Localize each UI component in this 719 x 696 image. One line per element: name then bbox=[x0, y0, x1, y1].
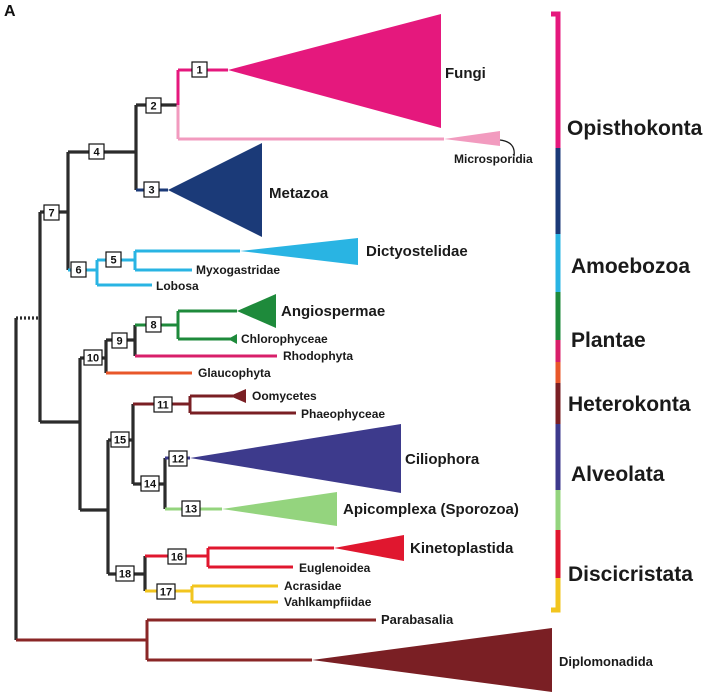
svg-text:17: 17 bbox=[160, 587, 172, 599]
node-6: 6 bbox=[70, 261, 87, 278]
heterokonta-clade bbox=[133, 389, 296, 415]
diplomonadida-label: Diplomonadida bbox=[559, 654, 654, 669]
node-8: 8 bbox=[145, 316, 162, 333]
svg-text:9: 9 bbox=[116, 336, 122, 348]
group-alveolata: Alveolata bbox=[571, 463, 665, 486]
panel-label: A bbox=[4, 3, 16, 20]
svg-text:8: 8 bbox=[150, 320, 156, 332]
node-1: 1 bbox=[191, 61, 208, 78]
node-10: 10 bbox=[83, 349, 103, 366]
oomycetes-label: Oomycetes bbox=[252, 389, 317, 403]
microsporidia-label: Microsporidia bbox=[454, 152, 533, 166]
microsporidia-clade: Microsporidia bbox=[176, 105, 533, 166]
apicomplexa-label: Apicomplexa (Sporozoa) bbox=[343, 501, 519, 518]
node-5: 5 bbox=[105, 251, 122, 268]
node-3: 3 bbox=[143, 181, 160, 198]
lobosa-label: Lobosa bbox=[156, 279, 199, 293]
svg-text:10: 10 bbox=[87, 353, 99, 365]
kinetoplastida-label: Kinetoplastida bbox=[410, 540, 514, 557]
myxogastridae-label: Myxogastridae bbox=[196, 263, 280, 277]
svg-text:7: 7 bbox=[48, 208, 54, 220]
basal-clade bbox=[16, 618, 552, 692]
node-12: 12 bbox=[168, 450, 188, 467]
chlorophyceae-label: Chlorophyceae bbox=[241, 332, 328, 346]
node-18: 18 bbox=[115, 565, 135, 582]
dictyostelidae-label: Dictyostelidae bbox=[366, 243, 468, 260]
svg-text:18: 18 bbox=[119, 569, 131, 581]
svg-text:2: 2 bbox=[150, 101, 156, 113]
node-11: 11 bbox=[153, 396, 173, 413]
euglenoidea-label: Euglenoidea bbox=[299, 561, 371, 575]
group-plantae: Plantae bbox=[571, 329, 646, 352]
node-13: 13 bbox=[181, 500, 201, 517]
svg-text:13: 13 bbox=[185, 504, 197, 516]
node-17: 17 bbox=[156, 583, 176, 600]
group-discicristata: Discicristata bbox=[568, 563, 693, 586]
angiospermae-label: Angiospermae bbox=[281, 303, 385, 320]
euglenozoa-clade bbox=[145, 535, 404, 569]
group-bars bbox=[551, 11, 561, 613]
glaucophyta-label: Glaucophyta bbox=[198, 366, 271, 380]
fungi-label: Fungi bbox=[445, 65, 486, 82]
node-9: 9 bbox=[111, 332, 128, 349]
group-amoebozoa: Amoebozoa bbox=[571, 255, 690, 278]
fungi-clade: Fungi bbox=[176, 14, 486, 128]
svg-text:1: 1 bbox=[196, 65, 202, 77]
plantae-clade bbox=[106, 294, 277, 375]
metazoa-clade: Metazoa bbox=[136, 143, 329, 237]
svg-text:12: 12 bbox=[172, 454, 184, 466]
svg-text:14: 14 bbox=[144, 479, 157, 491]
svg-text:11: 11 bbox=[157, 400, 169, 412]
ciliophora-clade bbox=[165, 424, 401, 493]
group-heterokonta: Heterokonta bbox=[568, 393, 691, 416]
svg-text:15: 15 bbox=[114, 435, 126, 447]
parabasalia-label: Parabasalia bbox=[381, 612, 454, 627]
svg-text:5: 5 bbox=[110, 255, 116, 267]
metazoa-label: Metazoa bbox=[269, 185, 329, 202]
node-16: 16 bbox=[167, 548, 187, 565]
acrasidae-label: Acrasidae bbox=[284, 579, 342, 593]
node-2: 2 bbox=[145, 97, 162, 114]
node-markers: 1 2 3 4 5 6 7 8 9 10 11 12 13 14 15 16 1… bbox=[43, 61, 208, 600]
svg-text:4: 4 bbox=[93, 147, 100, 159]
svg-text:3: 3 bbox=[148, 185, 154, 197]
group-opisthokonta: Opisthokonta bbox=[567, 117, 703, 140]
ciliophora-label: Ciliophora bbox=[405, 451, 480, 468]
phaeophyceae-label: Phaeophyceae bbox=[301, 407, 385, 421]
node-4: 4 bbox=[88, 143, 105, 160]
rhodophyta-label: Rhodophyta bbox=[283, 349, 353, 363]
node-15: 15 bbox=[110, 431, 130, 448]
vahlkampfiidae-label: Vahlkampfiidae bbox=[284, 595, 372, 609]
node-7: 7 bbox=[43, 204, 60, 221]
svg-text:6: 6 bbox=[75, 265, 81, 277]
node-14: 14 bbox=[140, 475, 160, 492]
svg-text:16: 16 bbox=[171, 552, 183, 564]
